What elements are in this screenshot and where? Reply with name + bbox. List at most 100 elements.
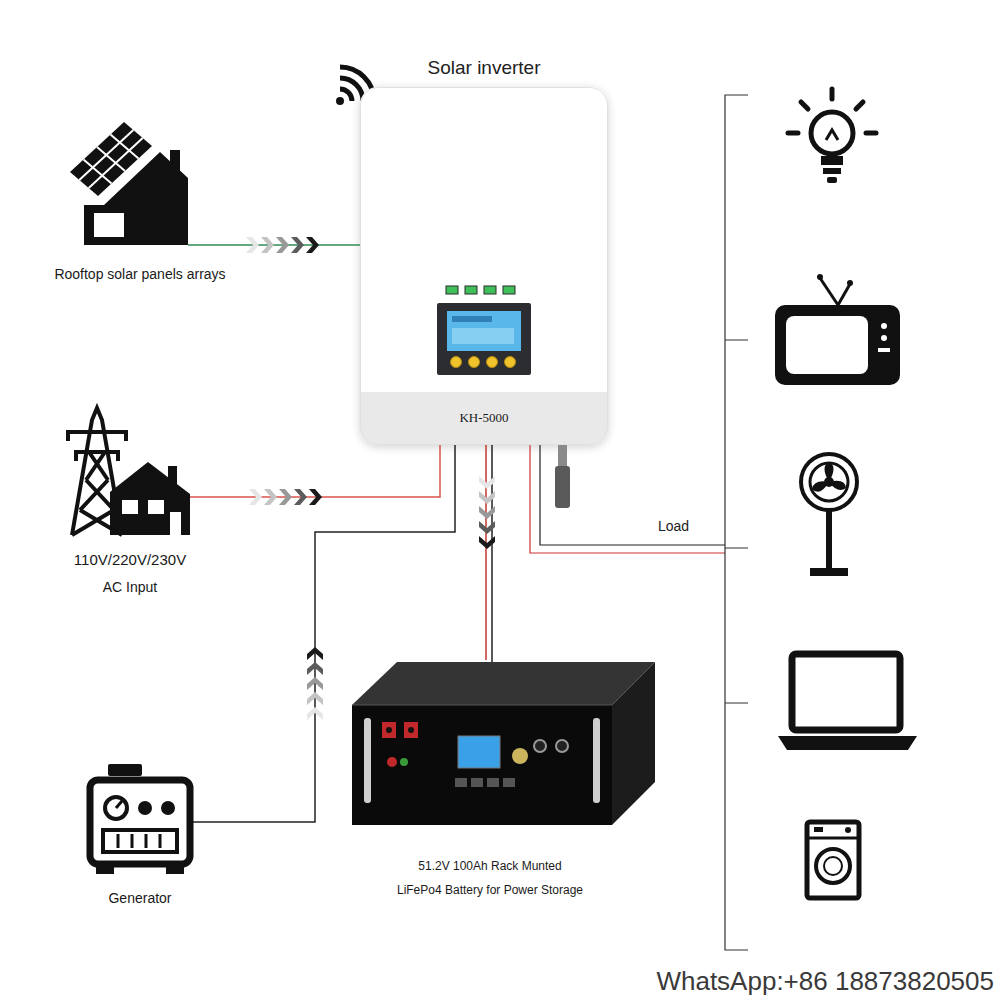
inverter-body — [503, 286, 515, 294]
solar-house-icon — [79, 130, 142, 188]
generator-icon — [118, 834, 160, 848]
voltage-label: 110V/220V/230V — [74, 551, 186, 569]
flow-chevron — [261, 237, 274, 253]
battery-spec: LiFePo4 Battery for Power Storage — [397, 882, 583, 898]
inverter-body — [360, 87, 608, 445]
battery-rack — [593, 718, 600, 803]
flow-chevron — [309, 489, 322, 505]
inverter-unit: Solar inverterKH-5000 — [360, 87, 608, 445]
bulb-icon — [827, 177, 837, 183]
battery-rack — [408, 727, 414, 733]
flow-chevron — [249, 489, 262, 505]
battery-rack — [612, 662, 655, 825]
generator-icon — [90, 764, 190, 874]
flow-chevron — [307, 647, 323, 660]
grid-wire — [190, 496, 205, 498]
cable — [558, 445, 567, 467]
fan-icon — [824, 477, 834, 487]
load-bracket — [725, 95, 748, 950]
generator-icon — [105, 797, 127, 819]
inverter-body — [360, 392, 608, 445]
battery-rack — [364, 718, 371, 803]
battery-rack — [556, 740, 568, 752]
grid-node: 110V/220V/230V AC Input — [55, 410, 205, 600]
flow-chevron — [291, 237, 304, 253]
solar-house-icon — [97, 147, 125, 171]
tv-icon — [847, 280, 853, 286]
fan-icon — [810, 568, 848, 576]
house-icon — [122, 500, 138, 514]
power-connector — [205, 445, 440, 497]
laptop-icon — [792, 654, 900, 730]
fan-icon — [826, 510, 832, 568]
battery-spec: 51.2V 100Ah Rack Munted — [418, 858, 561, 874]
source-label: AC Input — [103, 578, 157, 596]
solar-house-icon — [89, 138, 143, 188]
flow-chevron — [246, 237, 259, 253]
bulb-icon — [788, 89, 876, 183]
solar-house-icon — [111, 135, 139, 159]
tv-icon — [775, 305, 900, 385]
bulb-icon — [788, 131, 798, 136]
generator-wire — [193, 821, 200, 823]
washer-icon — [814, 827, 823, 832]
inverter-body — [451, 357, 462, 368]
battery-rack — [352, 662, 655, 705]
power-connector — [485, 445, 487, 660]
bulb-icon — [826, 130, 838, 140]
tv-icon — [881, 323, 887, 329]
washer-icon — [845, 827, 851, 833]
flow-chevron — [479, 476, 495, 489]
contact-watermark: WhatsApp:+86 18873820505 — [656, 966, 994, 996]
fan-icon — [812, 462, 846, 492]
solar-wire — [188, 244, 240, 246]
inverter-body — [437, 303, 531, 375]
solar-house-icon — [84, 160, 112, 184]
flow-chevron — [479, 491, 495, 504]
washer-icon — [824, 857, 842, 875]
wifi-icon — [340, 78, 363, 101]
inverter-body — [452, 316, 492, 322]
flow-chevron — [479, 536, 495, 549]
inverter-body — [360, 87, 608, 445]
inverter-body — [465, 286, 477, 294]
bulb-icon — [821, 156, 843, 165]
tv-icon — [786, 316, 868, 374]
inverter-body — [505, 357, 516, 368]
flow-chevron — [264, 489, 277, 505]
solar-house-icon — [170, 150, 180, 172]
battery-rack — [400, 758, 408, 766]
battery-rack — [352, 705, 612, 706]
battery-rack — [534, 740, 546, 752]
inverter-body — [446, 286, 458, 294]
battery-rack — [382, 722, 396, 738]
fan-icon — [801, 454, 857, 510]
house-icon — [170, 512, 181, 535]
washer-icon — [807, 822, 859, 898]
flow-chevron — [479, 506, 495, 519]
battery-rack — [503, 778, 515, 787]
wifi-icon — [336, 97, 344, 105]
laptop-icon — [778, 736, 917, 750]
generator-icon — [138, 801, 152, 815]
bulb-icon — [811, 112, 853, 154]
load-label: Load — [658, 517, 689, 535]
fan-icon — [801, 454, 857, 576]
load-wire — [540, 445, 725, 545]
cable — [555, 445, 570, 508]
flow-chevron — [307, 707, 323, 720]
fan-icon — [810, 463, 848, 501]
flow-chevron — [306, 237, 319, 253]
battery-rack — [512, 748, 528, 764]
source-label: Generator — [108, 889, 171, 907]
generator-icon — [116, 801, 122, 808]
generator-icon — [108, 764, 142, 776]
bulb-icon — [801, 102, 808, 109]
inverter-body — [447, 311, 521, 351]
inverter-heading: Solar inverter — [428, 57, 541, 79]
washer-icon — [807, 822, 859, 898]
inverter-body — [487, 357, 498, 368]
generator-icon — [96, 864, 114, 874]
